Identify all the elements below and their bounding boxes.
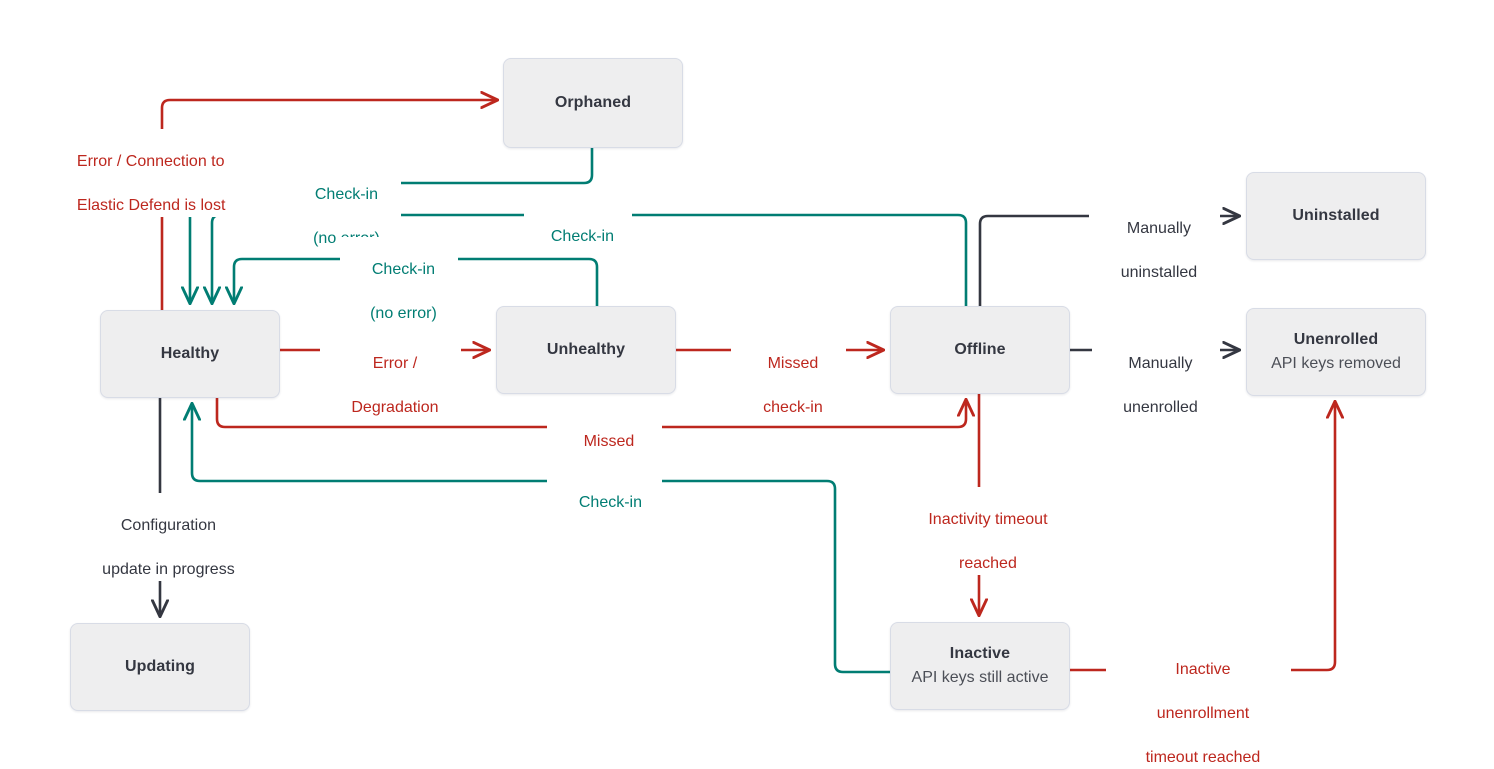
edge-offline-to-uninstalled [978,216,1239,308]
node-offline[interactable]: Offline [890,306,1070,394]
edge-label-manually-unenrolled: Manually unenrolled [1092,331,1220,419]
edge-label-inactive-unenrollment: Inactive unenrollment timeout reached [1106,637,1291,769]
node-healthy[interactable]: Healthy [100,310,280,398]
edge-inactive-to-unenrolled [1068,402,1335,672]
edge-label-manually-uninstalled: Manually uninstalled [1089,196,1220,284]
node-orphaned[interactable]: Orphaned [503,58,683,148]
node-inactive-subtitle: API keys still active [911,668,1049,686]
edge-label-checkin-bottom: Check-in [552,470,660,514]
node-updating[interactable]: Updating [70,623,250,711]
edge-label-error-connection: Error / Connection to Elastic Defend is … [64,129,322,217]
edge-label-missed-checkin-unhealthy: Missed check-in [731,331,846,419]
node-inactive-title: Inactive [949,644,1011,662]
node-unhealthy-title: Unhealthy [546,341,626,358]
node-healthy-title: Healthy [160,345,220,362]
edge-label-checkin-middle: Check-in [524,204,632,248]
edge-label-inactivity-timeout: Inactivity timeout reached [888,487,1079,575]
node-uninstalled[interactable]: Uninstalled [1246,172,1426,260]
edge-inactive-to-healthy [192,404,892,674]
node-inactive[interactable]: Inactive API keys still active [890,622,1070,710]
edge-label-checkin-no-error-top: Check-in (no error) [283,162,401,250]
node-offline-title: Offline [954,341,1006,358]
node-uninstalled-title: Uninstalled [1292,207,1380,224]
node-unenrolled-title: Unenrolled [1293,330,1379,348]
edge-label-checkin-no-error-low: Check-in (no error) [340,237,458,325]
edge-label-error-degradation: Error / Degradation [320,331,461,419]
node-unhealthy[interactable]: Unhealthy [496,306,676,394]
edge-label-configuration-update: Configuration update in progress [62,493,266,581]
node-unenrolled[interactable]: Unenrolled API keys removed [1246,308,1426,396]
node-unenrolled-subtitle: API keys removed [1271,354,1401,372]
node-updating-title: Updating [124,658,196,675]
edge-healthy-to-orphaned [160,100,497,312]
node-orphaned-title: Orphaned [554,94,632,111]
